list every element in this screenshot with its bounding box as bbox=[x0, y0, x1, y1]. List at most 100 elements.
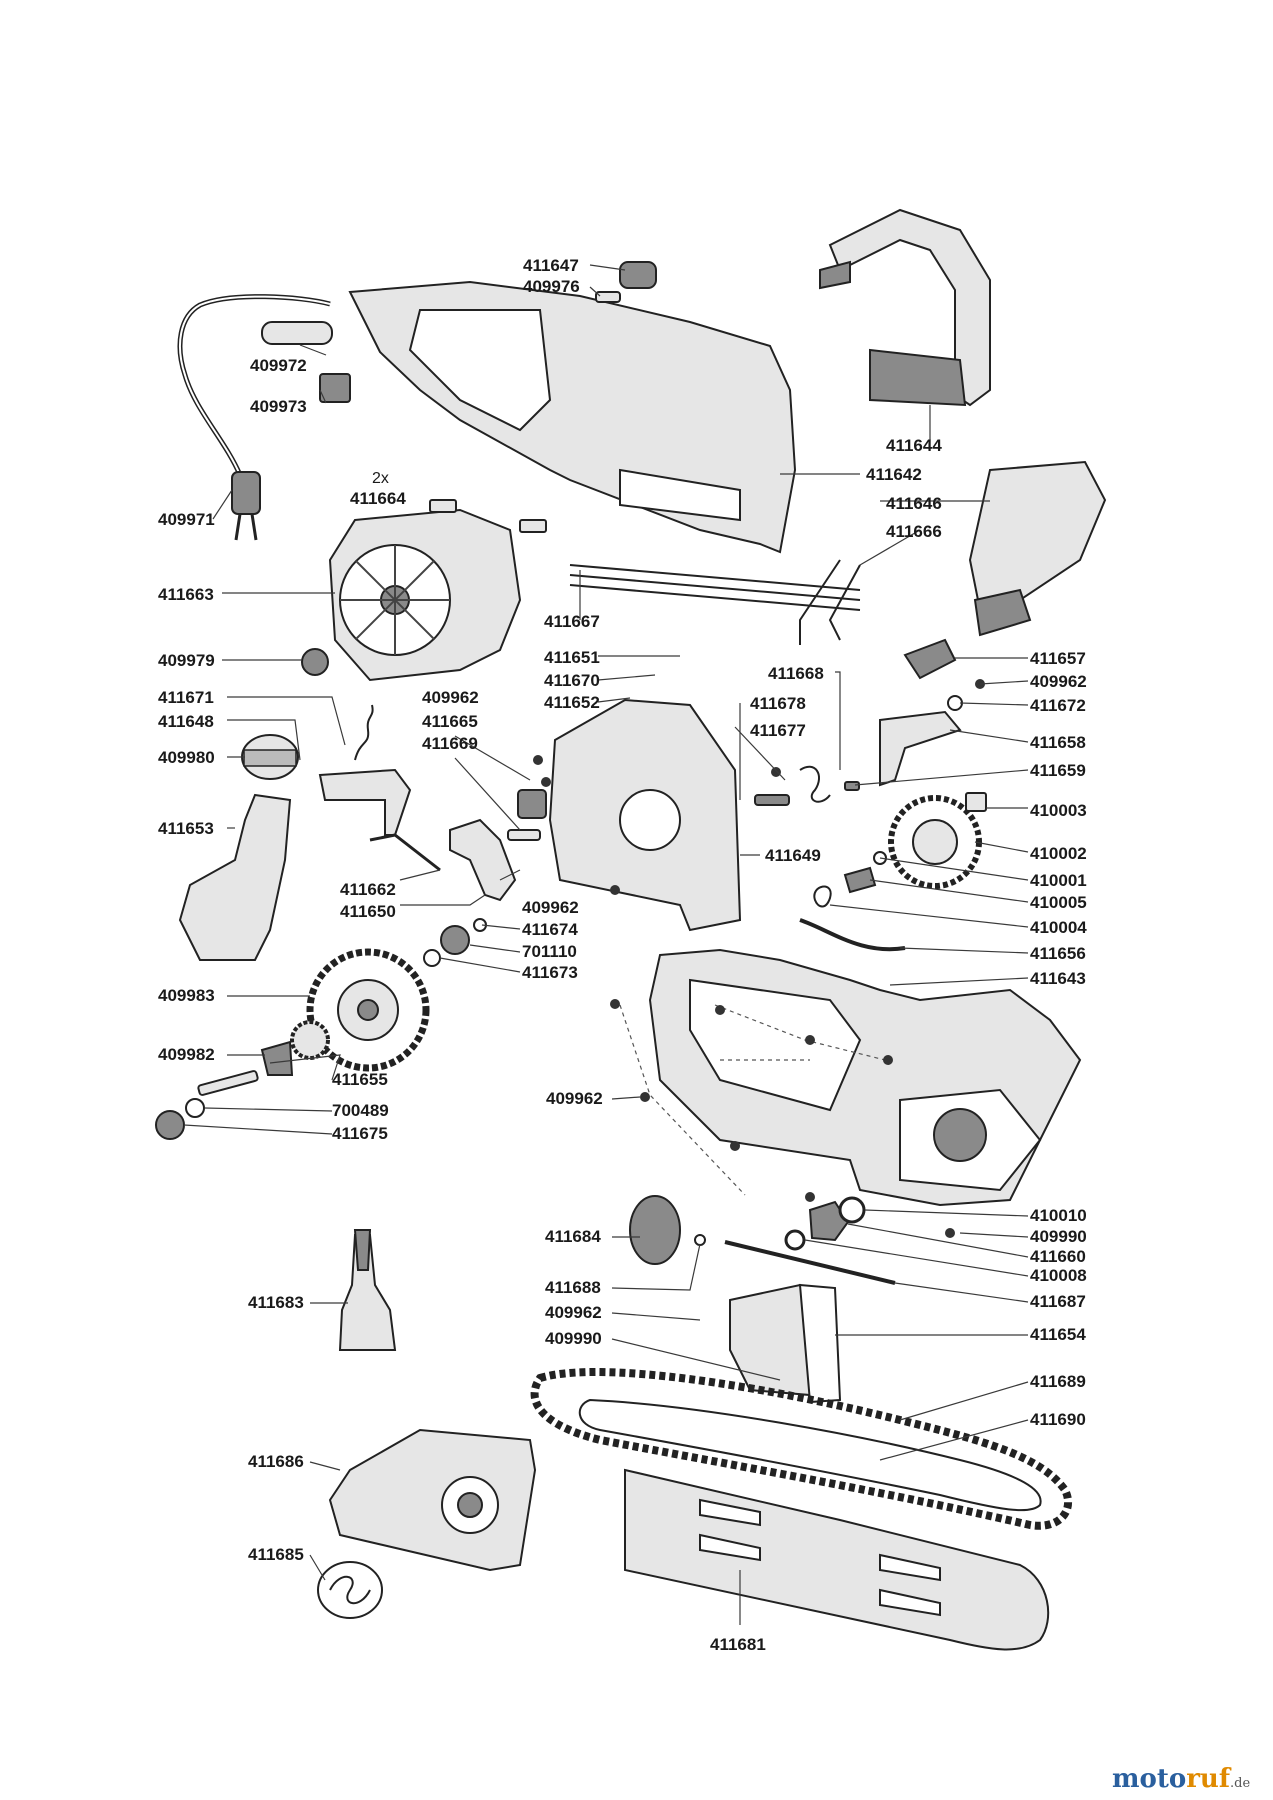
part-label-409962-e: 409962 bbox=[545, 1303, 602, 1322]
brand-name-part2: ruf bbox=[1186, 1764, 1231, 1794]
part-label-411656: 411656 bbox=[1030, 944, 1086, 963]
bar-cover-slots bbox=[699, 1498, 941, 1617]
switch-module bbox=[517, 789, 547, 819]
gearbox-bearing-seat bbox=[619, 789, 681, 851]
part-label-411690: 411690 bbox=[1030, 1410, 1086, 1429]
wire-lead bbox=[799, 559, 861, 645]
hand-guard bbox=[968, 460, 1107, 612]
quantity-note: 2x bbox=[372, 470, 389, 487]
part-label-409979: 409979 bbox=[158, 651, 215, 670]
pinion-gear bbox=[301, 648, 329, 676]
part-label-409962-d: 409962 bbox=[546, 1089, 603, 1108]
ring-700489 bbox=[185, 1098, 205, 1118]
part-label-411652: 411652 bbox=[544, 693, 600, 712]
main-housing-detail bbox=[408, 309, 552, 432]
part-label-411660: 411660 bbox=[1030, 1247, 1086, 1266]
part-label-411649: 411649 bbox=[765, 846, 821, 865]
brake-band-bracket bbox=[879, 710, 962, 787]
part-label-411684: 411684 bbox=[545, 1227, 601, 1246]
brand-tld: .de bbox=[1230, 1776, 1251, 1791]
part-label-411678: 411678 bbox=[750, 694, 806, 713]
output-shaft bbox=[197, 1070, 259, 1096]
part-label-411653: 411653 bbox=[158, 819, 214, 838]
spring bbox=[354, 704, 374, 761]
part-label-411677: 411677 bbox=[750, 721, 806, 740]
hose-clip bbox=[813, 885, 832, 908]
front-handle-base bbox=[869, 348, 967, 407]
part-label-409962-c: 409962 bbox=[522, 898, 579, 917]
main-gear-hub bbox=[357, 999, 379, 1021]
part-label-411665: 411665 bbox=[422, 712, 478, 731]
part-label-410002: 410002 bbox=[1030, 844, 1087, 863]
small-ring-411688 bbox=[694, 1234, 706, 1246]
power-cord-inner bbox=[179, 295, 331, 476]
part-label-411689: 411689 bbox=[1030, 1372, 1086, 1391]
bevel-gear bbox=[260, 1040, 294, 1076]
plug-pin bbox=[250, 513, 258, 541]
bar-stud bbox=[724, 1240, 896, 1285]
terminal-block bbox=[319, 373, 351, 403]
part-label-411650: 411650 bbox=[340, 902, 396, 921]
part-label-701110: 701110 bbox=[522, 942, 577, 961]
switch-spring bbox=[507, 829, 541, 841]
part-label-409972: 409972 bbox=[250, 356, 307, 375]
guide-bar bbox=[578, 1398, 1042, 1512]
pin-assembly bbox=[843, 866, 877, 894]
carbon-brush bbox=[429, 499, 457, 513]
housing-fins bbox=[619, 468, 741, 522]
brake-lever bbox=[903, 638, 957, 680]
plug-body bbox=[231, 471, 261, 515]
part-label-411654: 411654 bbox=[1030, 1325, 1086, 1344]
cord-sleeve bbox=[261, 321, 333, 345]
sprocket-cover bbox=[328, 1428, 537, 1572]
part-label-411668: 411668 bbox=[768, 664, 824, 683]
part-label-411642: 411642 bbox=[866, 465, 922, 484]
oil-bottle bbox=[338, 1234, 397, 1351]
part-label-410003: 410003 bbox=[1030, 801, 1087, 820]
part-label-411658: 411658 bbox=[1030, 733, 1086, 752]
wire-set bbox=[569, 564, 861, 611]
tensioner-rack bbox=[798, 1283, 842, 1404]
part-label-411674: 411674 bbox=[522, 920, 578, 939]
part-label-409973: 409973 bbox=[250, 397, 307, 416]
part-label-409962-b: 409962 bbox=[422, 688, 479, 707]
part-label-410005: 410005 bbox=[1030, 893, 1087, 912]
knob bbox=[619, 261, 657, 289]
washer bbox=[947, 695, 963, 711]
part-label-411683: 411683 bbox=[248, 1293, 304, 1312]
part-label-411672: 411672 bbox=[1030, 696, 1086, 715]
oil-cap-ridges bbox=[243, 749, 297, 767]
part-label-409971: 409971 bbox=[158, 510, 215, 529]
ring-411673 bbox=[423, 949, 441, 967]
part-label-411675: 411675 bbox=[332, 1124, 388, 1143]
part-label-411681: 411681 bbox=[710, 1635, 766, 1654]
drive-gear-hub bbox=[912, 819, 958, 865]
part-label-411667: 411667 bbox=[544, 612, 600, 631]
part-label-410004: 410004 bbox=[1030, 918, 1087, 937]
part-label-410008: 410008 bbox=[1030, 1266, 1087, 1285]
part-label-411687: 411687 bbox=[1030, 1292, 1086, 1311]
part-label-411671: 411671 bbox=[158, 688, 214, 707]
part-label-409982: 409982 bbox=[158, 1045, 215, 1064]
plug-pin bbox=[234, 513, 242, 541]
trigger bbox=[449, 818, 517, 902]
front-handle-tip bbox=[819, 260, 851, 290]
part-label-411666: 411666 bbox=[886, 522, 942, 541]
part-label-411644: 411644 bbox=[886, 436, 942, 455]
washer-410010 bbox=[838, 1196, 866, 1224]
oil-bottle-nozzle bbox=[353, 1229, 372, 1271]
bearing-701110 bbox=[440, 925, 470, 955]
rear-body-handle-cutout bbox=[689, 978, 862, 1112]
part-label-411655: 411655 bbox=[332, 1070, 388, 1089]
part-label-411669: 411669 bbox=[422, 734, 478, 753]
washer-410008 bbox=[784, 1229, 806, 1251]
part-label-411688: 411688 bbox=[545, 1278, 601, 1297]
rear-body-window bbox=[933, 1108, 987, 1162]
part-label-411646: 411646 bbox=[886, 494, 942, 513]
part-label-411657: 411657 bbox=[1030, 649, 1086, 668]
chain-sprocket bbox=[808, 1200, 850, 1242]
part-label-411663: 411663 bbox=[158, 585, 214, 604]
oil-hose bbox=[799, 918, 906, 952]
lever bbox=[318, 768, 412, 836]
